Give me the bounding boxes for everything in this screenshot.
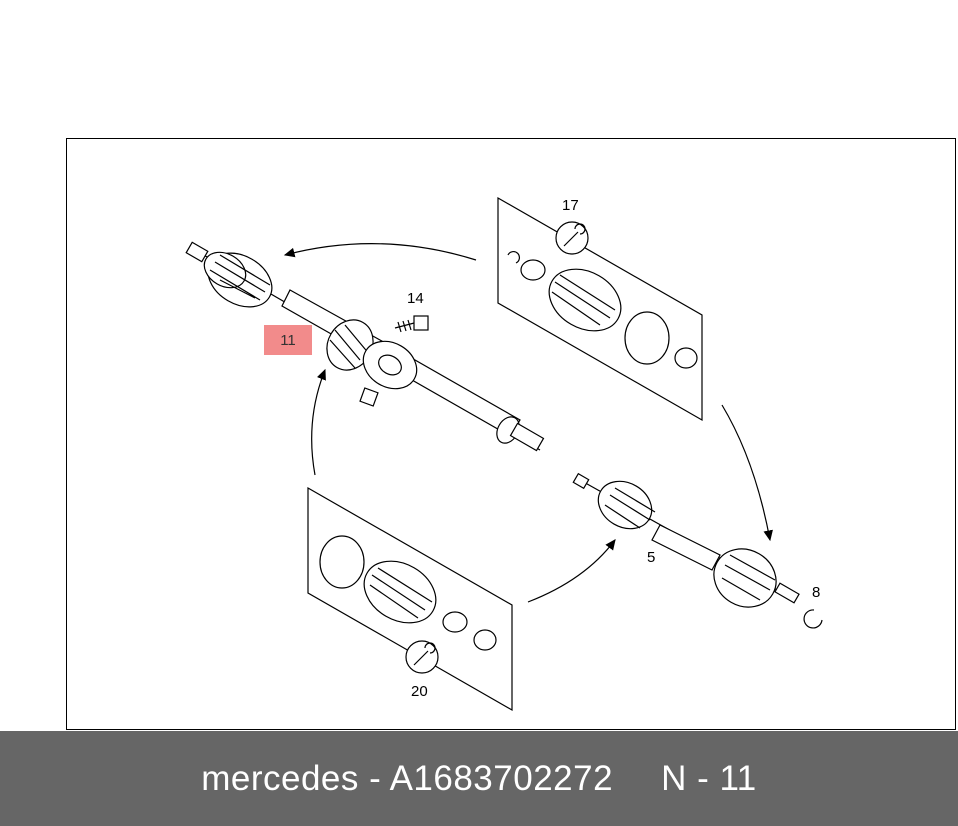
arrow-right [721, 404, 773, 542]
arrow-left [311, 368, 326, 476]
highlight-callout-11[interactable]: 11 [264, 325, 312, 355]
bolt-14 [394, 315, 429, 333]
drive-shaft-11 [185, 241, 545, 452]
arrow-top [283, 243, 477, 261]
callout-8: 8 [812, 584, 820, 601]
part-number-text: mercedes - A1683702272 [201, 758, 614, 798]
callout-5: 5 [647, 549, 655, 566]
drive-shaft-diagram: 14 17 5 8 20 [185, 196, 823, 712]
callout-17: 17 [562, 197, 579, 214]
callout-11: 11 [280, 331, 296, 349]
repair-kit-20 [307, 486, 513, 712]
arrow-bottom [527, 539, 616, 603]
callout-14: 14 [407, 290, 424, 307]
footer-bar: mercedes - A1683702272 N - 11 [0, 731, 958, 826]
reference-text: N - 11 [661, 758, 757, 798]
callout-20: 20 [411, 683, 428, 700]
drive-shaft-5 [572, 472, 800, 608]
circlip-8 [803, 609, 823, 629]
repair-kit-17 [497, 196, 703, 422]
